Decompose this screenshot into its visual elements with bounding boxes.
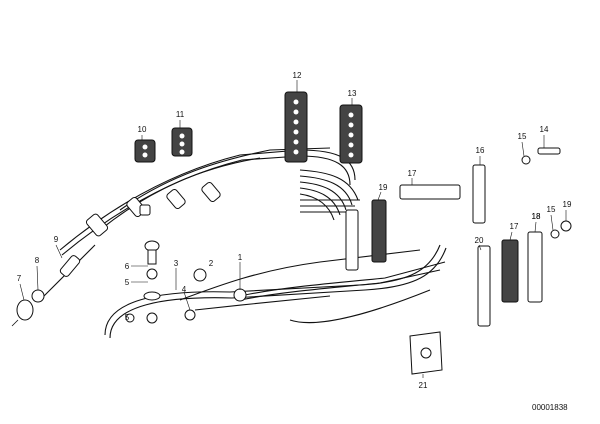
callout-5-lower: 5 xyxy=(125,313,130,322)
callout-20: 20 xyxy=(475,236,484,245)
callout-15: 15 xyxy=(518,132,527,141)
callout-11: 11 xyxy=(176,110,185,119)
callout-12: 12 xyxy=(293,71,302,80)
brackets-and-clamps xyxy=(345,147,572,327)
callout-9: 9 xyxy=(54,235,59,244)
plug-connectors-upper xyxy=(85,181,221,237)
callout-15-lower: 15 xyxy=(547,205,556,214)
leader-lines xyxy=(19,80,567,378)
plug-connectors-lower xyxy=(125,268,247,323)
callout-16: 16 xyxy=(476,146,485,155)
callout-1: 1 xyxy=(238,253,243,262)
upper-wire-harness xyxy=(59,147,360,256)
callout-19: 19 xyxy=(379,183,388,192)
lower-wire-harness xyxy=(104,244,447,339)
wire-separators xyxy=(134,91,363,164)
callout-21: 21 xyxy=(419,381,428,390)
mounting-bracket xyxy=(409,331,443,375)
callout-13: 13 xyxy=(348,89,357,98)
callout-5: 5 xyxy=(125,278,130,287)
callout-labels: 1 2 3 4 5 6 7 8 9 10 11 12 13 14 15 16 1… xyxy=(17,71,572,390)
small-parts xyxy=(143,240,161,324)
callout-18-lower: 18 xyxy=(532,212,541,221)
callout-7: 7 xyxy=(17,274,22,283)
callout-17-lower: 17 xyxy=(510,222,519,231)
callout-17: 17 xyxy=(408,169,417,178)
reference-number: 00001838 xyxy=(532,403,568,412)
coil-lead-assembly xyxy=(11,244,96,327)
callout-10: 10 xyxy=(138,125,147,134)
callout-19-lower: 19 xyxy=(563,200,572,209)
callout-18: 18 xyxy=(532,212,541,221)
callout-14: 14 xyxy=(540,125,549,134)
callout-6: 6 xyxy=(125,262,130,271)
callout-2: 2 xyxy=(209,259,214,268)
callout-4: 4 xyxy=(182,285,187,294)
callout-3: 3 xyxy=(174,259,179,268)
callout-8: 8 xyxy=(35,256,40,265)
